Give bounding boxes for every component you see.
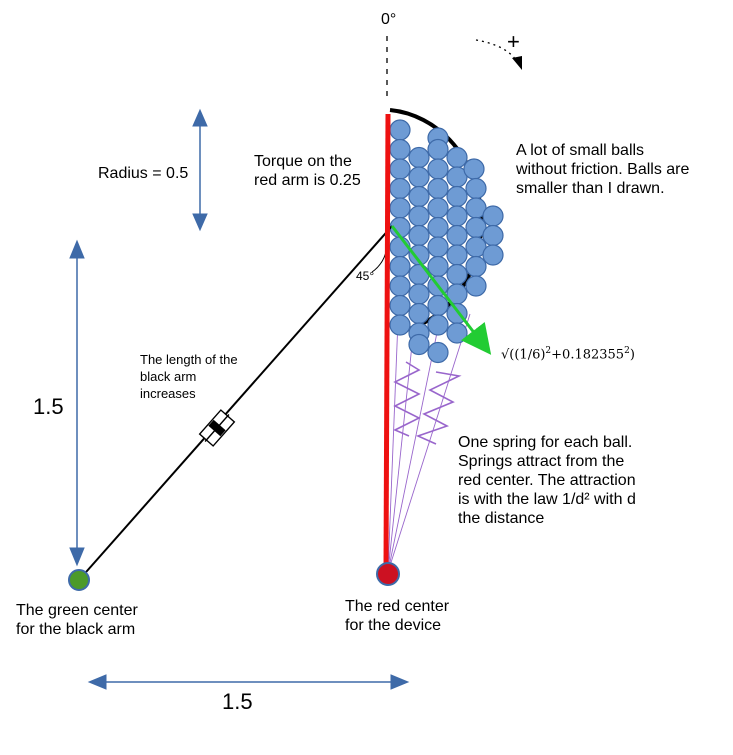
- balls-label-line2: without friction. Balls are: [516, 161, 690, 178]
- formula-close: ): [629, 347, 635, 363]
- small-ball: [408, 205, 430, 227]
- small-ball: [427, 255, 449, 278]
- small-ball: [389, 138, 411, 161]
- small-ball: [408, 263, 430, 286]
- spring-coils: [393, 361, 462, 445]
- formula-exponent-2: 2: [624, 346, 630, 356]
- angle-arc: [371, 245, 388, 273]
- formula-open: √((1/6): [501, 347, 546, 363]
- red-center-label-line1: The red center: [345, 598, 450, 615]
- small-ball: [389, 255, 411, 278]
- balls-label-line3: smaller than I drawn.: [516, 180, 665, 197]
- spring-label-line1: One spring for each ball.: [458, 434, 633, 451]
- red-arm: [383, 113, 391, 567]
- small-ball: [389, 275, 411, 297]
- small-ball: [389, 119, 411, 141]
- green-center-label-line2: for the black arm: [16, 621, 136, 638]
- small-ball: [427, 294, 449, 317]
- small-ball: [446, 263, 468, 286]
- small-ball: [446, 244, 468, 266]
- rotation-arrow-head: [512, 56, 522, 70]
- rotation-direction-arc: [475, 39, 517, 61]
- small-ball: [389, 197, 411, 219]
- torque-label-line2: red arm is 0.25: [254, 172, 361, 189]
- radius-label: Radius = 0.5: [98, 165, 189, 182]
- arm-length-label-line2: black arm: [140, 369, 197, 384]
- angle-45-label: 45°: [356, 269, 375, 283]
- horizontal-dimension-label: 1.5: [222, 689, 253, 714]
- spring-label-line4: is with the law 1/d² with d: [458, 491, 636, 508]
- spring-label-line2: Springs attract from the: [458, 453, 625, 470]
- small-ball: [446, 146, 468, 169]
- formula-middle: +0.182355: [551, 347, 625, 363]
- black-arm: [78, 225, 393, 581]
- small-ball: [408, 146, 430, 169]
- arrow-length-formula: √((1/6)2+0.1823552): [501, 346, 635, 362]
- arm-length-label-line1: The length of the: [140, 352, 238, 367]
- formula-exponent-1: 2: [545, 346, 552, 356]
- red-center: [376, 562, 400, 586]
- small-ball: [465, 177, 487, 200]
- vertical-dimension-arrow: [69, 239, 85, 567]
- green-center: [68, 569, 90, 591]
- small-ball: [408, 166, 430, 188]
- small-ball: [482, 205, 504, 227]
- small-ball: [389, 314, 411, 336]
- small-ball: [427, 177, 449, 200]
- spring-label-line3: red center. The attraction: [458, 472, 636, 489]
- small-ball: [427, 314, 449, 336]
- small-ball: [427, 138, 449, 161]
- small-ball: [465, 255, 487, 278]
- green-arrow: [390, 225, 492, 355]
- small-ball: [389, 177, 411, 200]
- horizontal-dimension-arrow: [87, 674, 410, 690]
- balls-label-line1: A lot of small balls: [516, 142, 645, 159]
- small-ball: [446, 224, 468, 247]
- small-ball: [427, 197, 449, 219]
- small-ball: [408, 185, 430, 208]
- small-ball: [389, 158, 411, 180]
- vertical-dimension-label: 1.5: [33, 394, 64, 419]
- radius-dimension-arrow: [192, 108, 208, 232]
- small-balls-group: [389, 119, 504, 364]
- small-ball: [427, 158, 449, 180]
- small-ball: [446, 185, 468, 208]
- spring-label-line5: the distance: [458, 510, 545, 527]
- arm-length-label-line3: increases: [140, 386, 196, 401]
- zero-angle-label: 0°: [381, 11, 397, 28]
- small-ball: [408, 283, 430, 305]
- rotation-plus-label: +: [507, 29, 520, 54]
- small-ball: [427, 341, 449, 364]
- red-center-label-line2: for the device: [345, 617, 442, 634]
- small-ball: [482, 244, 504, 266]
- small-ball: [408, 333, 430, 356]
- small-ball: [408, 302, 430, 325]
- small-ball: [482, 224, 504, 247]
- small-ball: [427, 216, 449, 239]
- small-ball: [408, 224, 430, 247]
- small-ball: [465, 275, 487, 297]
- small-ball: [446, 322, 468, 344]
- small-ball: [463, 158, 485, 180]
- small-ball: [427, 236, 449, 258]
- small-ball: [389, 294, 411, 317]
- small-ball: [446, 205, 468, 227]
- green-center-label-line1: The green center: [16, 602, 138, 619]
- torque-label-line1: Torque on the: [254, 153, 352, 170]
- telescopic-joint: [198, 409, 236, 447]
